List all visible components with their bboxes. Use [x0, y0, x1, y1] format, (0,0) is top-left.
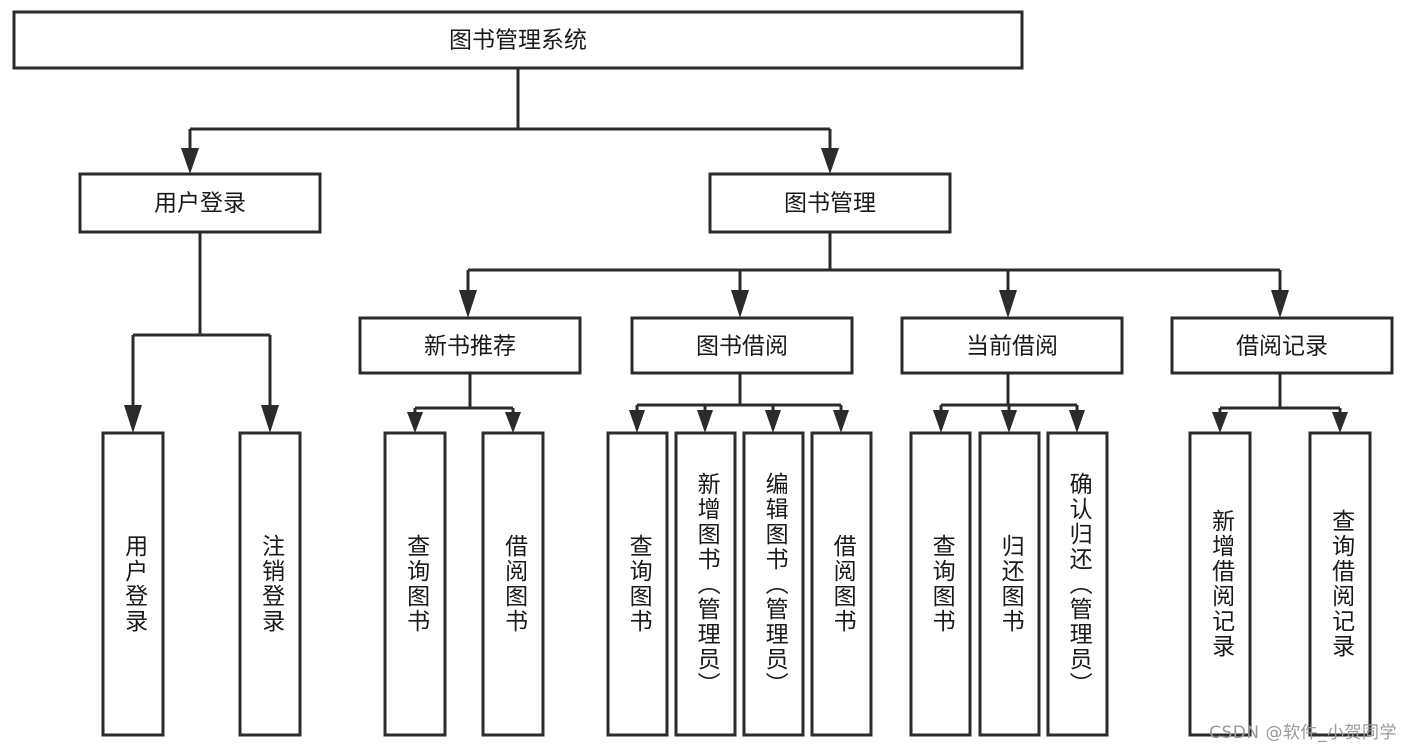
arrowhead-leaf-edit-book	[765, 410, 781, 433]
node-leaf-edit-book-box[interactable]	[742, 431, 805, 737]
node-root-box[interactable]	[12, 10, 1024, 70]
connector-group-user-login	[124, 232, 279, 433]
node-leaf-query-book-2-box[interactable]	[606, 431, 669, 737]
connector-group-book-management	[459, 232, 1289, 318]
arrowhead-borrow-record	[1271, 290, 1289, 318]
node-leaf-query-book-1-box[interactable]	[383, 431, 447, 737]
watermark-text: CSDN @软件_小贺同学	[1209, 723, 1397, 743]
node-leaf-confirm-return-box[interactable]	[1046, 431, 1109, 737]
node-leaf-borrow-book-1-box[interactable]	[481, 431, 545, 737]
node-borrow-record[interactable]: 借阅记录	[1170, 316, 1394, 375]
node-current-borrow-box[interactable]	[900, 316, 1124, 375]
node-book-borrow[interactable]: 图书借阅	[630, 316, 854, 375]
arrowhead-leaf-query-book-3	[933, 410, 949, 433]
node-new-book-recommend[interactable]: 新书推荐	[358, 316, 582, 375]
node-leaf-query-book-3-box[interactable]	[909, 431, 972, 737]
leaf-boxes	[101, 431, 1372, 737]
node-book-management[interactable]: 图书管理	[708, 172, 952, 234]
connector-group-book-borrow	[629, 373, 849, 433]
arrowhead-leaf-return-book	[1001, 410, 1017, 433]
arrowhead-leaf-borrow-book-1	[505, 412, 521, 433]
arrowhead-leaf-query-record	[1332, 412, 1348, 433]
arrowhead-book-management	[821, 148, 839, 174]
node-current-borrow[interactable]: 当前借阅	[900, 316, 1124, 375]
arrowhead-leaf-logout	[261, 405, 279, 433]
node-leaf-add-book-box[interactable]	[674, 431, 737, 737]
node-borrow-record-box[interactable]	[1170, 316, 1394, 375]
node-book-management-box[interactable]	[708, 172, 952, 234]
arrowhead-book-borrow	[731, 290, 749, 318]
node-user-login-box[interactable]	[78, 172, 322, 234]
node-user-login[interactable]: 用户登录	[78, 172, 322, 234]
arrowhead-leaf-user-login	[124, 405, 142, 433]
node-leaf-borrow-book-2-box[interactable]	[810, 431, 873, 737]
arrowhead-leaf-confirm-return	[1069, 410, 1085, 433]
node-book-borrow-label: 图书借阅	[696, 334, 788, 360]
node-current-borrow-label: 当前借阅	[966, 334, 1058, 360]
node-new-book-recommend-box[interactable]	[358, 316, 582, 375]
node-leaf-add-record-box[interactable]	[1188, 431, 1252, 737]
arrowhead-current-borrow	[999, 290, 1017, 318]
node-root-label: 图书管理系统	[449, 28, 587, 54]
arrowhead-user-login	[181, 148, 199, 174]
arrowhead-leaf-borrow-book-2	[833, 410, 849, 433]
node-leaf-return-book-box[interactable]	[978, 431, 1041, 737]
node-user-login-label: 用户登录	[154, 191, 246, 217]
arrowhead-leaf-query-book-2	[629, 410, 645, 433]
node-book-borrow-box[interactable]	[630, 316, 854, 375]
node-leaf-query-record-box[interactable]	[1308, 431, 1372, 737]
node-leaf-logout-box[interactable]	[238, 431, 302, 737]
connector-group-new-book-recommend	[407, 373, 521, 433]
connector-group-current-borrow	[933, 373, 1085, 433]
node-borrow-record-label: 借阅记录	[1236, 334, 1328, 360]
node-leaf-user-login-box[interactable]	[101, 431, 165, 737]
connector-group-root	[181, 68, 839, 174]
connector-group-borrow-record	[1212, 373, 1348, 433]
arrowhead-leaf-query-book-1	[407, 412, 423, 433]
node-new-book-recommend-label: 新书推荐	[424, 334, 516, 360]
node-root[interactable]: 图书管理系统	[12, 10, 1024, 70]
arrowhead-leaf-add-record	[1212, 412, 1228, 433]
arrowhead-leaf-add-book	[697, 410, 713, 433]
node-book-management-label: 图书管理	[784, 191, 876, 217]
arrowhead-new-book-recommend	[459, 290, 477, 318]
